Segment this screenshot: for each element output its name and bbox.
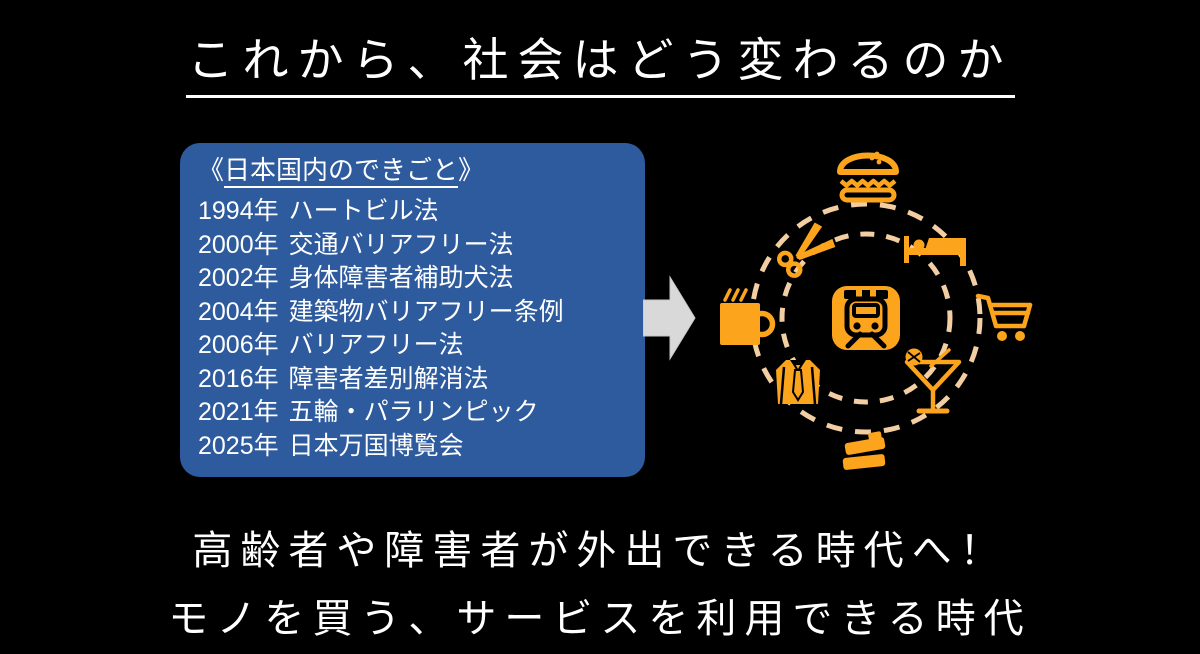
event-name: 身体障害者補助犬法 xyxy=(288,264,514,292)
event-row: 2000年交通バリアフリー法 xyxy=(198,229,635,263)
scissors-icon xyxy=(776,222,836,278)
events-box: 《日本国内のできごと》 1994年ハートビル法 2000年交通バリアフリー法 2… xyxy=(180,143,645,477)
books-icon xyxy=(840,431,888,472)
event-row: 1994年ハートビル法 xyxy=(198,195,635,229)
event-name: ハートビル法 xyxy=(288,197,439,225)
event-year: 2006年 xyxy=(198,331,279,359)
right-arrow-icon xyxy=(642,275,696,361)
events-heading-label: 日本国内のできごと xyxy=(224,155,459,188)
business-shirt-icon xyxy=(776,360,820,405)
event-year: 2016年 xyxy=(198,364,279,393)
event-name: 五輪・パラリンピック xyxy=(288,398,539,426)
event-year: 2004年 xyxy=(198,297,279,326)
services-diagram-svg xyxy=(720,151,1033,472)
conclusion-line-2: モノを買う、サービスを利用できる時代 xyxy=(168,597,1032,641)
event-name: 日本万国博覧会 xyxy=(288,431,464,460)
transform-arrow xyxy=(642,272,697,366)
event-row: 2006年バリアフリー法 xyxy=(198,329,635,363)
event-year: 2021年 xyxy=(198,398,279,426)
slide-title-area: これから、社会はどう変わるのか xyxy=(0,24,1200,98)
heading-bracket-open: 《 xyxy=(198,155,225,185)
event-row: 2002年身体障害者補助犬法 xyxy=(198,262,635,296)
services-diagram xyxy=(690,140,1040,490)
event-year: 2000年 xyxy=(198,230,279,259)
event-year: 2025年 xyxy=(198,431,279,460)
event-row: 2016年障害者差別解消法 xyxy=(198,363,635,397)
cocktail-icon xyxy=(904,348,962,414)
conclusion-line-1: 高齢者や障害者が外出できる時代へ！ xyxy=(192,529,1008,573)
inner-orbit xyxy=(779,231,953,405)
events-heading: 《日本国内のできごと》 xyxy=(198,153,635,188)
shopping-cart-icon xyxy=(975,293,1033,341)
event-name: 建築物バリアフリー条例 xyxy=(288,297,564,326)
event-year: 2002年 xyxy=(198,264,279,292)
event-name: 交通バリアフリー法 xyxy=(288,230,514,259)
heading-bracket-close: 》 xyxy=(458,155,485,185)
train-icon xyxy=(832,286,900,350)
event-row: 2004年建築物バリアフリー条例 xyxy=(198,296,635,330)
bed-icon xyxy=(904,236,966,266)
coffee-mug-icon xyxy=(720,288,776,345)
hamburger-icon xyxy=(837,151,899,203)
event-name: バリアフリー法 xyxy=(288,331,464,359)
event-year: 1994年 xyxy=(198,197,279,225)
slide-title: これから、社会はどう変わるのか xyxy=(185,24,1015,98)
event-name: 障害者差別解消法 xyxy=(288,364,489,393)
events-list: 1994年ハートビル法 2000年交通バリアフリー法 2002年身体障害者補助犬… xyxy=(198,195,635,463)
event-row: 2025年日本万国博覧会 xyxy=(198,430,635,464)
event-row: 2021年五輪・パラリンピック xyxy=(198,396,635,430)
